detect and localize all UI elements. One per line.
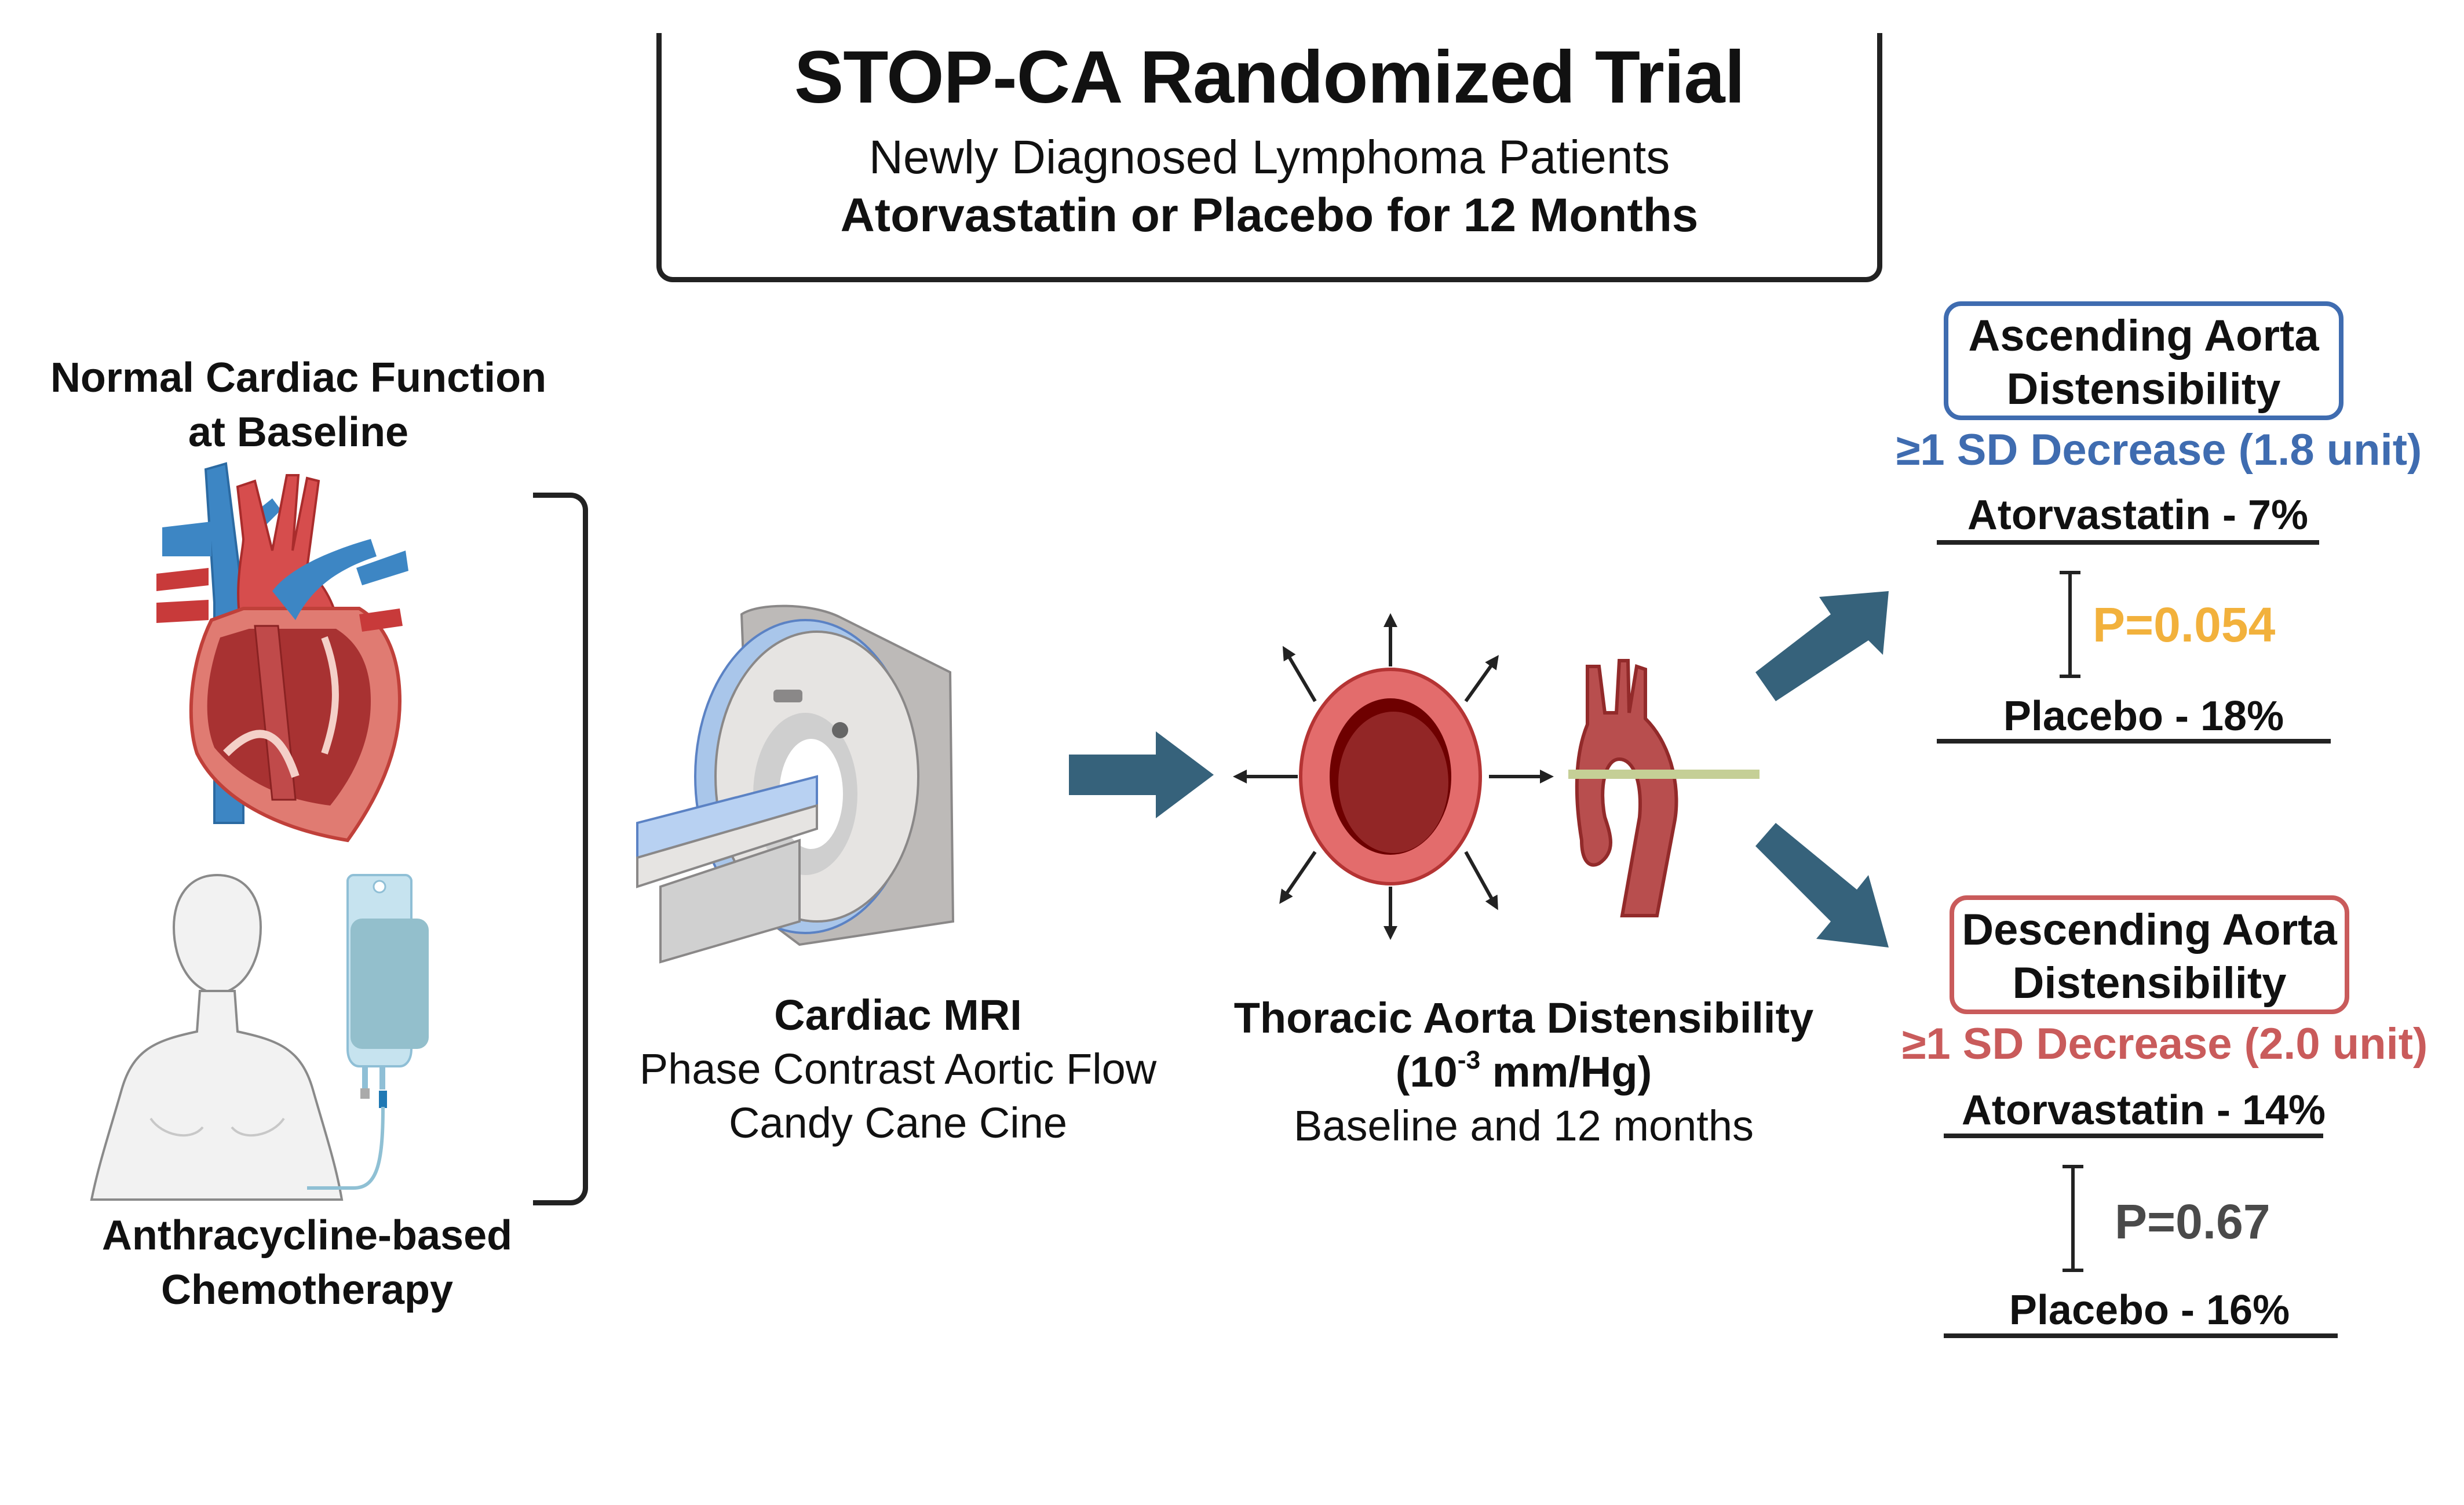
chemo-label-line1: Anthracycline-based	[101, 1212, 513, 1259]
ascending-atorvastatin-result: Atorvastatin - 7%	[1967, 492, 2309, 538]
baseline-label-line2: at Baseline	[188, 409, 409, 455]
mri-line1: Phase Contrast Aortic Flow	[639, 1045, 1157, 1093]
mri-title: Cardiac MRI	[774, 991, 1022, 1039]
ascending-title-line2: Distensibility	[2006, 365, 2281, 414]
measurement-plane	[1568, 770, 1760, 779]
ascending-placebo-result: Placebo - 18%	[2003, 693, 2284, 739]
descending-comparison-bracket	[2063, 1165, 2083, 1272]
ascending-title-line1: Ascending Aorta	[1968, 311, 2319, 360]
descending-title-line1: Descending Aorta	[1962, 905, 2337, 954]
descending-placebo-underline	[1944, 1333, 2338, 1338]
ascending-aorta-box: Ascending Aorta Distensibility	[1944, 301, 2343, 420]
aorta-cross-section-icon	[1233, 613, 1554, 940]
ascending-comparison-bracket	[2060, 571, 2080, 678]
descending-placebo-result: Placebo - 16%	[2009, 1287, 2290, 1333]
descending-aorta-box: Descending Aorta Distensibility	[1950, 895, 2349, 1014]
distensibility-label: Thoracic Aorta Distensibility (10-3 mm/H…	[1205, 991, 1842, 1153]
baseline-label: Normal Cardiac Function at Baseline	[17, 351, 579, 460]
descending-threshold: ≥1 SD Decrease (2.0 unit)	[1901, 1019, 2428, 1069]
right-arrow-icon	[1069, 731, 1214, 818]
expand-arrow-nw	[1282, 646, 1317, 702]
up-right-arrow-icon	[1755, 591, 1889, 701]
title-box	[656, 33, 1882, 282]
cohort-bracket	[533, 493, 588, 1205]
down-right-arrow-icon	[1755, 823, 1889, 948]
ascending-placebo-underline	[1937, 739, 2331, 744]
descending-title-line2: Distensibility	[2012, 959, 2287, 1008]
baseline-label-line1: Normal Cardiac Function	[50, 355, 547, 401]
chemo-label-line2: Chemotherapy	[160, 1267, 454, 1313]
distensibility-title: Thoracic Aorta Distensibility	[1233, 994, 1814, 1042]
mri-line2: Candy Cane Cine	[728, 1099, 1068, 1147]
mri-label: Cardiac MRI Phase Contrast Aortic Flow C…	[585, 988, 1211, 1150]
expand-arrow-sw	[1279, 851, 1317, 904]
descending-p-value: P=0.67	[2115, 1194, 2270, 1249]
patient-icon	[90, 873, 344, 1201]
mri-scanner-icon	[636, 604, 955, 964]
iv-bag-icon	[307, 874, 429, 1190]
chemo-label: Anthracycline-based Chemotherapy	[46, 1208, 568, 1317]
ascending-atorvastatin-underline	[1937, 540, 2319, 545]
intervention-subtitle: Atorvastatin or Placebo for 12 Months	[840, 189, 1699, 242]
page-title: STOP-CA Randomized Trial	[794, 36, 1745, 119]
descending-atorvastatin-result: Atorvastatin - 14%	[1961, 1087, 2326, 1134]
ascending-p-value: P=0.054	[2093, 597, 2276, 652]
expand-arrow-ne	[1464, 655, 1499, 702]
heart-icon	[156, 462, 408, 843]
descending-atorvastatin-underline	[1944, 1134, 2323, 1138]
ascending-threshold: ≥1 SD Decrease (1.8 unit)	[1896, 425, 2422, 475]
aortic-arch-icon	[1575, 659, 1678, 917]
distensibility-unit: (10-3 mm/Hg)	[1395, 1045, 1652, 1096]
expand-arrow-se	[1464, 851, 1498, 910]
population-subtitle: Newly Diagnosed Lymphoma Patients	[868, 131, 1670, 184]
distensibility-timing: Baseline and 12 months	[1294, 1102, 1754, 1150]
